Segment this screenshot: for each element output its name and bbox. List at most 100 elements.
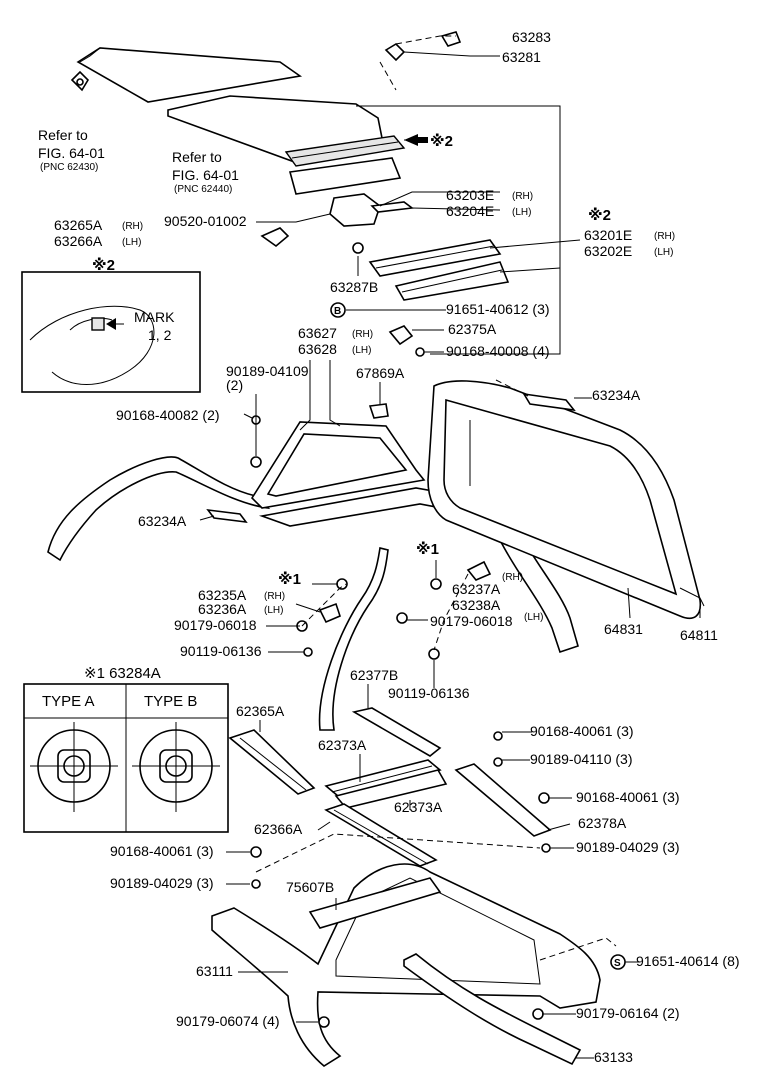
callout-64811: 64811	[680, 627, 718, 643]
callout-63235a: 63235A	[198, 587, 247, 603]
rail-63133	[403, 953, 582, 1066]
callout-63203e: 63203E	[446, 187, 494, 203]
callout-63201e-suffix: (RH)	[654, 231, 675, 242]
refer-line1: Refer to	[38, 127, 88, 143]
clip-63287b	[352, 242, 364, 254]
callout-90189-04110: 90189-04110 (3)	[530, 751, 632, 767]
plate-63234a-left	[206, 508, 248, 524]
callout-90168-40061b: 90168-40061 (3)	[576, 789, 680, 805]
inset-mark-box	[21, 271, 201, 393]
callout-91651-40614-text: 91651-40614 (8)	[636, 953, 740, 969]
callout-90179-06164: 90179-06164 (2)	[576, 1005, 680, 1021]
callout-75607b: 75607B	[286, 879, 334, 895]
callout-63237a-rh: (RH)	[502, 572, 523, 583]
callout-62373a-top: 62373A	[318, 737, 367, 753]
callout-63237a: 63237A	[452, 581, 501, 597]
callout-63204e-suffix: (LH)	[512, 207, 531, 218]
callout-mark2b: ※2	[588, 206, 611, 224]
callout-91651-40614: S 91651-40614 (8)	[610, 953, 740, 970]
refer-line2: FIG. 64-01	[172, 167, 239, 183]
type-box	[23, 683, 229, 833]
callout-62375a: 62375A	[448, 321, 497, 337]
callout-63234a-top: 63234A	[592, 387, 641, 403]
callout-62373a-bot: 62373A	[394, 799, 443, 815]
strip-62377b	[351, 707, 442, 757]
callout-63202e: 63202E	[584, 243, 632, 259]
callout-63204e: 63204E	[446, 203, 494, 219]
callout-63202e-suffix: (LH)	[654, 247, 673, 258]
callout-63283: 63283	[512, 29, 551, 45]
callout-90119-06136a: 90119-06136	[180, 643, 262, 659]
callout-63111: 63111	[196, 963, 233, 979]
callout-63265a: 63265A	[54, 217, 103, 233]
callout-91651-40612-text: 91651-40612 (3)	[446, 301, 550, 317]
callout-mark1a: ※1	[278, 570, 301, 588]
callout-90179-06018a: 90179-06018	[174, 617, 257, 633]
bolts-lower	[250, 731, 551, 889]
callout-63627-suffix: (RH)	[352, 329, 373, 340]
callout-62377b: 62377B	[350, 667, 398, 683]
callout-63281: 63281	[502, 49, 541, 65]
callout-90179-06074: 90179-06074 (4)	[176, 1013, 280, 1029]
callout-mark1b: ※1	[416, 540, 439, 558]
refer-line2: FIG. 64-01	[38, 145, 105, 161]
bracket-assembly	[329, 193, 415, 227]
callout-90168-40061c: 90168-40061 (3)	[110, 843, 214, 859]
callout-63236a-suffix: (LH)	[264, 605, 283, 616]
type-b-icon	[132, 722, 220, 812]
strip-62365a	[228, 729, 316, 795]
callout-63236a: 63236A	[198, 601, 247, 617]
callout-90520: 90520-01002	[164, 213, 247, 229]
callout-63238a-lh: (LH)	[524, 612, 543, 623]
type-a-icon	[30, 722, 118, 812]
refer-label-2: Refer to FIG. 64-01 (PNC 62440)	[172, 149, 239, 195]
plate-63234a-top	[522, 392, 576, 412]
callout-63266a-suffix: (LH)	[122, 237, 141, 248]
callout-63266a: 63266A	[54, 233, 103, 249]
callout-90168-40008: 90168-40008 (4)	[446, 343, 550, 359]
clip-63281	[384, 42, 406, 62]
callout-62365a: 62365A	[236, 703, 285, 719]
refer-line3: (PNC 62430)	[40, 162, 98, 173]
callout-90168-40082: 90168-40082 (2)	[116, 407, 220, 423]
callout-67869a: 67869A	[356, 365, 405, 381]
callout-63234a-left: 63234A	[138, 513, 187, 529]
refer-line3: (PNC 62440)	[174, 184, 232, 195]
inset-symbol: ※2	[92, 256, 115, 274]
screw-90179-06074	[318, 1016, 330, 1028]
visor-75607b	[308, 877, 442, 929]
callout-64831: 64831	[604, 621, 643, 637]
callout-62366a: 62366A	[254, 821, 303, 837]
callout-63238a: 63238A	[452, 597, 501, 613]
callout-63235a-suffix: (RH)	[264, 591, 285, 602]
callout-63287b: 63287B	[330, 279, 378, 295]
hinge-63237a	[396, 560, 492, 660]
callout-63201e: 63201E	[584, 227, 632, 243]
front-header-frame	[250, 421, 426, 509]
side-rail-left	[47, 456, 271, 562]
weatherstrip-rail-upper	[284, 135, 406, 195]
seal-64811	[679, 587, 705, 607]
inset-mark-text: MARK	[134, 309, 175, 325]
inset-mark-nums: 1, 2	[148, 327, 172, 343]
callout-63628-suffix: (LH)	[352, 345, 371, 356]
callout-90189-04109: 90189-04109	[226, 363, 309, 379]
type-b-label: TYPE B	[144, 693, 197, 710]
callout-63203e-suffix: (RH)	[512, 191, 533, 202]
clip-63283	[440, 31, 462, 47]
roof-panel-front	[76, 47, 303, 103]
clip-67869a	[368, 403, 389, 419]
callout-63628: 63628	[298, 341, 337, 357]
callout-90119-06136b: 90119-06136	[388, 685, 470, 701]
callout-63627: 63627	[298, 325, 337, 341]
type-a-label: TYPE A	[42, 693, 95, 710]
refer-label-1: Refer to FIG. 64-01 (PNC 62430)	[38, 127, 105, 173]
callout-63133: 63133	[594, 1049, 633, 1065]
leader-lines	[199, 35, 701, 1059]
hinge-62375a	[388, 325, 425, 357]
clip-63265a	[260, 227, 290, 248]
circle-b-glyph: B	[334, 306, 341, 317]
callout-90189-04029a: 90189-04029 (3)	[576, 839, 680, 855]
type-box-header: ※1 63284A	[84, 665, 161, 682]
